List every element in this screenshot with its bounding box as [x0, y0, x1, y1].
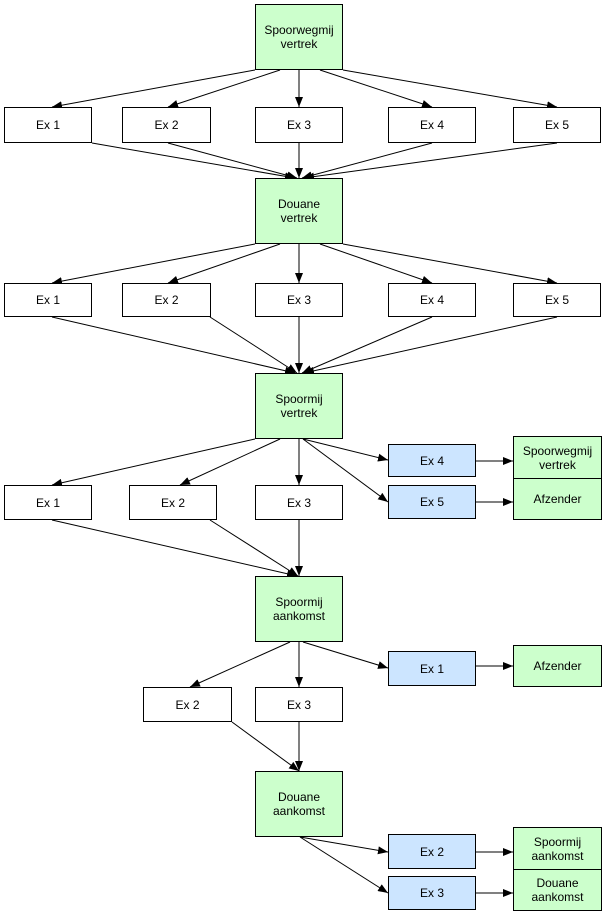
node-l5-target-douane-aankomst[interactable]: Douane aankomst [513, 869, 602, 911]
connector-arrow-10 [303, 142, 558, 181]
node-l2-ex3[interactable]: Ex 3 [255, 283, 343, 317]
node-l4-ex3[interactable]: Ex 3 [255, 687, 343, 722]
connector-arrow-20 [303, 316, 558, 375]
connector-arrow-16 [51, 316, 296, 375]
node-spoormij-aankomst[interactable]: Spoormij aankomst [255, 576, 343, 642]
node-l4-ex2[interactable]: Ex 2 [143, 687, 232, 722]
connector-arrow-9 [301, 142, 433, 180]
node-l3-target-spoorwegmij-vertrek[interactable]: Spoorwegmij vertrek [513, 436, 602, 479]
node-l1-ex5[interactable]: Ex 5 [513, 107, 601, 143]
node-l3-ex1[interactable]: Ex 1 [4, 485, 92, 520]
connector-arrow-24 [302, 438, 389, 462]
connector-arrow-15 [342, 243, 558, 286]
node-l2-ex5[interactable]: Ex 5 [513, 283, 601, 317]
node-l1-ex4[interactable]: Ex 4 [388, 107, 476, 143]
node-l5-side-ex3[interactable]: Ex 3 [388, 876, 476, 910]
node-spoorwegmij-vertrek[interactable]: Spoorwegmij vertrek [255, 4, 343, 70]
node-douane-vertrek[interactable]: Douane vertrek [255, 178, 343, 244]
connector-arrow-28 [51, 519, 298, 578]
node-l3-target-afzender[interactable]: Afzender [513, 478, 602, 520]
connector-arrow-5 [342, 69, 558, 110]
node-l5-side-ex2[interactable]: Ex 2 [388, 834, 476, 869]
connector-arrow-12 [167, 243, 281, 284]
node-l1-ex2[interactable]: Ex 2 [122, 107, 211, 143]
connector-arrow-14 [319, 243, 433, 284]
connector-arrow-31 [189, 641, 291, 688]
node-l4-target-afzender[interactable]: Afzender [513, 645, 602, 687]
node-l4-side-ex1[interactable]: Ex 1 [388, 651, 476, 686]
node-l2-ex4[interactable]: Ex 4 [388, 283, 476, 317]
node-l3-side-ex5[interactable]: Ex 5 [388, 485, 476, 519]
connector-arrow-29 [209, 519, 299, 577]
connector-arrow-33 [302, 641, 389, 669]
connector-arrow-6 [91, 142, 296, 181]
node-l1-ex3[interactable]: Ex 3 [255, 107, 343, 143]
connector-arrow-22 [179, 438, 281, 486]
node-l1-ex1[interactable]: Ex 1 [4, 107, 92, 143]
connector-arrow-4 [319, 69, 433, 108]
node-l3-side-ex4[interactable]: Ex 4 [388, 444, 476, 477]
connector-arrow-35 [231, 721, 300, 772]
node-l3-ex3[interactable]: Ex 3 [255, 485, 343, 520]
connector-arrow-17 [209, 316, 298, 374]
connector-arrow-37 [299, 836, 389, 855]
connector-arrow-38 [299, 836, 389, 894]
connector-arrow-1 [51, 69, 256, 110]
node-spoormij-vertrek[interactable]: Spoormij vertrek [255, 373, 343, 439]
connector-arrow-19 [301, 316, 433, 374]
connector-arrow-7 [167, 142, 298, 180]
connector-arrow-21 [51, 438, 256, 487]
node-l2-ex2[interactable]: Ex 2 [122, 283, 211, 317]
node-l5-target-spoormij-aankomst[interactable]: Spoormij aankomst [513, 827, 602, 870]
node-douane-aankomst[interactable]: Douane aankomst [255, 771, 343, 837]
node-l3-ex2[interactable]: Ex 2 [129, 485, 217, 520]
connector-arrow-11 [51, 243, 256, 286]
node-l2-ex1[interactable]: Ex 1 [4, 283, 92, 317]
connector-arrow-2 [167, 69, 281, 108]
connector-arrow-25 [302, 438, 389, 503]
